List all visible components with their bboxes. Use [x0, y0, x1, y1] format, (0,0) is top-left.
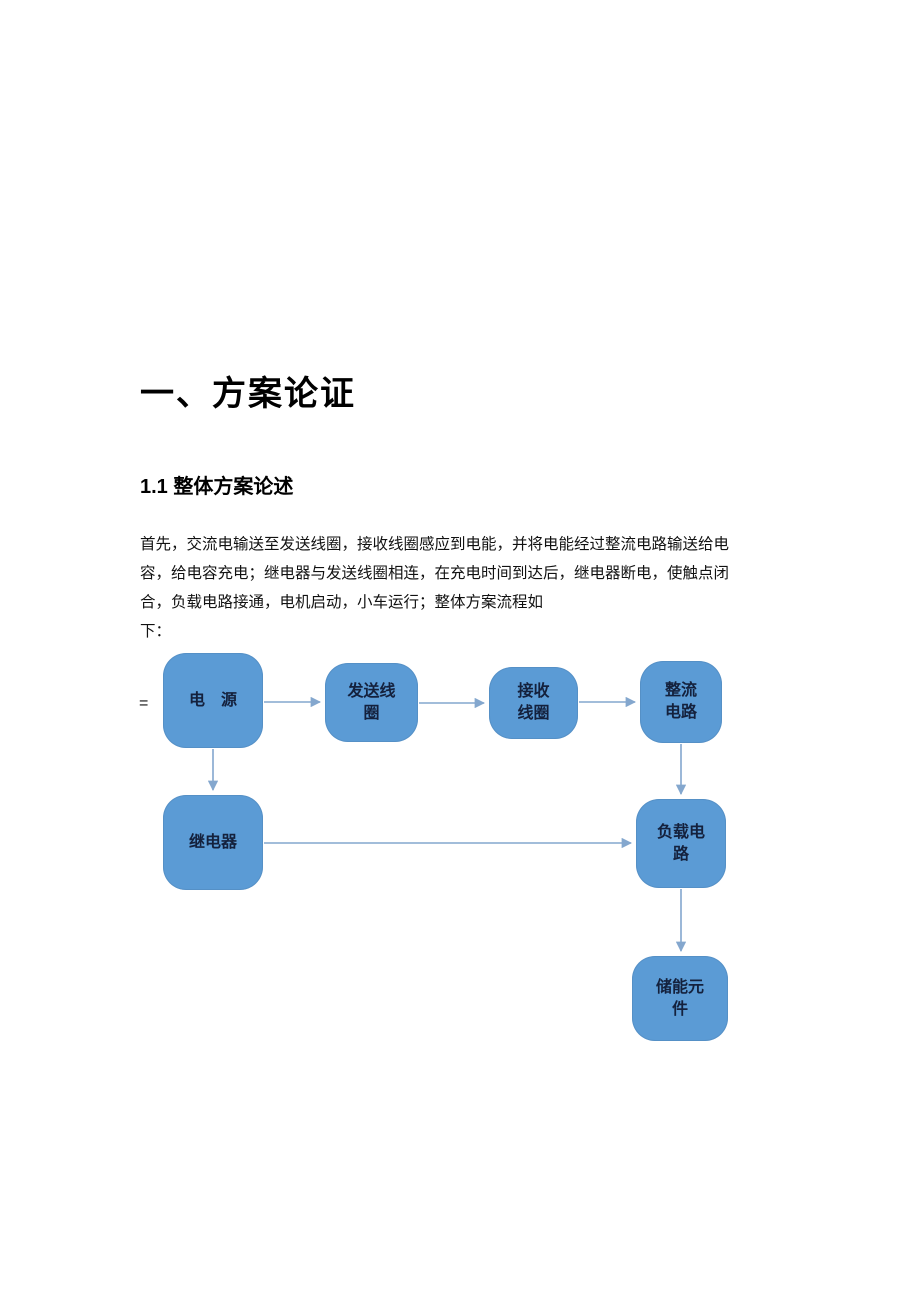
- flowchart-node-rectifier: 整流 电路: [640, 661, 722, 743]
- paragraph-line: 下：: [140, 623, 172, 640]
- section-heading: 一、方案论证: [140, 376, 356, 413]
- node-label: 电路: [664, 704, 697, 721]
- node-label: 路: [672, 845, 689, 863]
- node-label: 线圈: [517, 705, 550, 722]
- node-label: 继电器: [188, 833, 237, 851]
- node-label: 负载电: [656, 823, 705, 841]
- node-label: 整流: [664, 682, 697, 699]
- node-label: 发送线: [347, 682, 396, 700]
- flowchart-node-load-circuit: 负载电 路: [636, 799, 726, 888]
- flowchart-node-transmit-coil: 发送线 圈: [325, 663, 418, 742]
- flowchart-node-receive-coil: 接收 线圈: [489, 667, 578, 739]
- paragraph-line: 首先，交流电输送至发送线圈，接收线圈感应到电能，并将电能经过整流电路输送给电: [140, 536, 730, 553]
- paragraph-line: 容，给电容充电；继电器与发送线圈相连，在充电时间到达后，继电器断电，使触点闭: [140, 565, 730, 582]
- flowchart-node-storage-element: 储能元 件: [632, 956, 728, 1041]
- node-label: 电 源: [188, 691, 237, 709]
- equals-sign: =: [139, 695, 149, 712]
- node-label: 储能元: [655, 978, 704, 996]
- paragraph-line: 合，负载电路接通，电机启动，小车运行；整体方案流程如: [140, 594, 544, 611]
- body-paragraph: 首先，交流电输送至发送线圈，接收线圈感应到电能，并将电能经过整流电路输送给电 容…: [140, 530, 805, 646]
- node-label: 圈: [363, 704, 380, 722]
- flowchart-node-relay: 继电器: [163, 795, 263, 890]
- node-label: 接收: [517, 683, 550, 700]
- flowchart-node-power: 电 源: [163, 653, 263, 748]
- subsection-heading: 1.1 整体方案论述: [140, 476, 294, 498]
- node-label: 件: [671, 1000, 688, 1018]
